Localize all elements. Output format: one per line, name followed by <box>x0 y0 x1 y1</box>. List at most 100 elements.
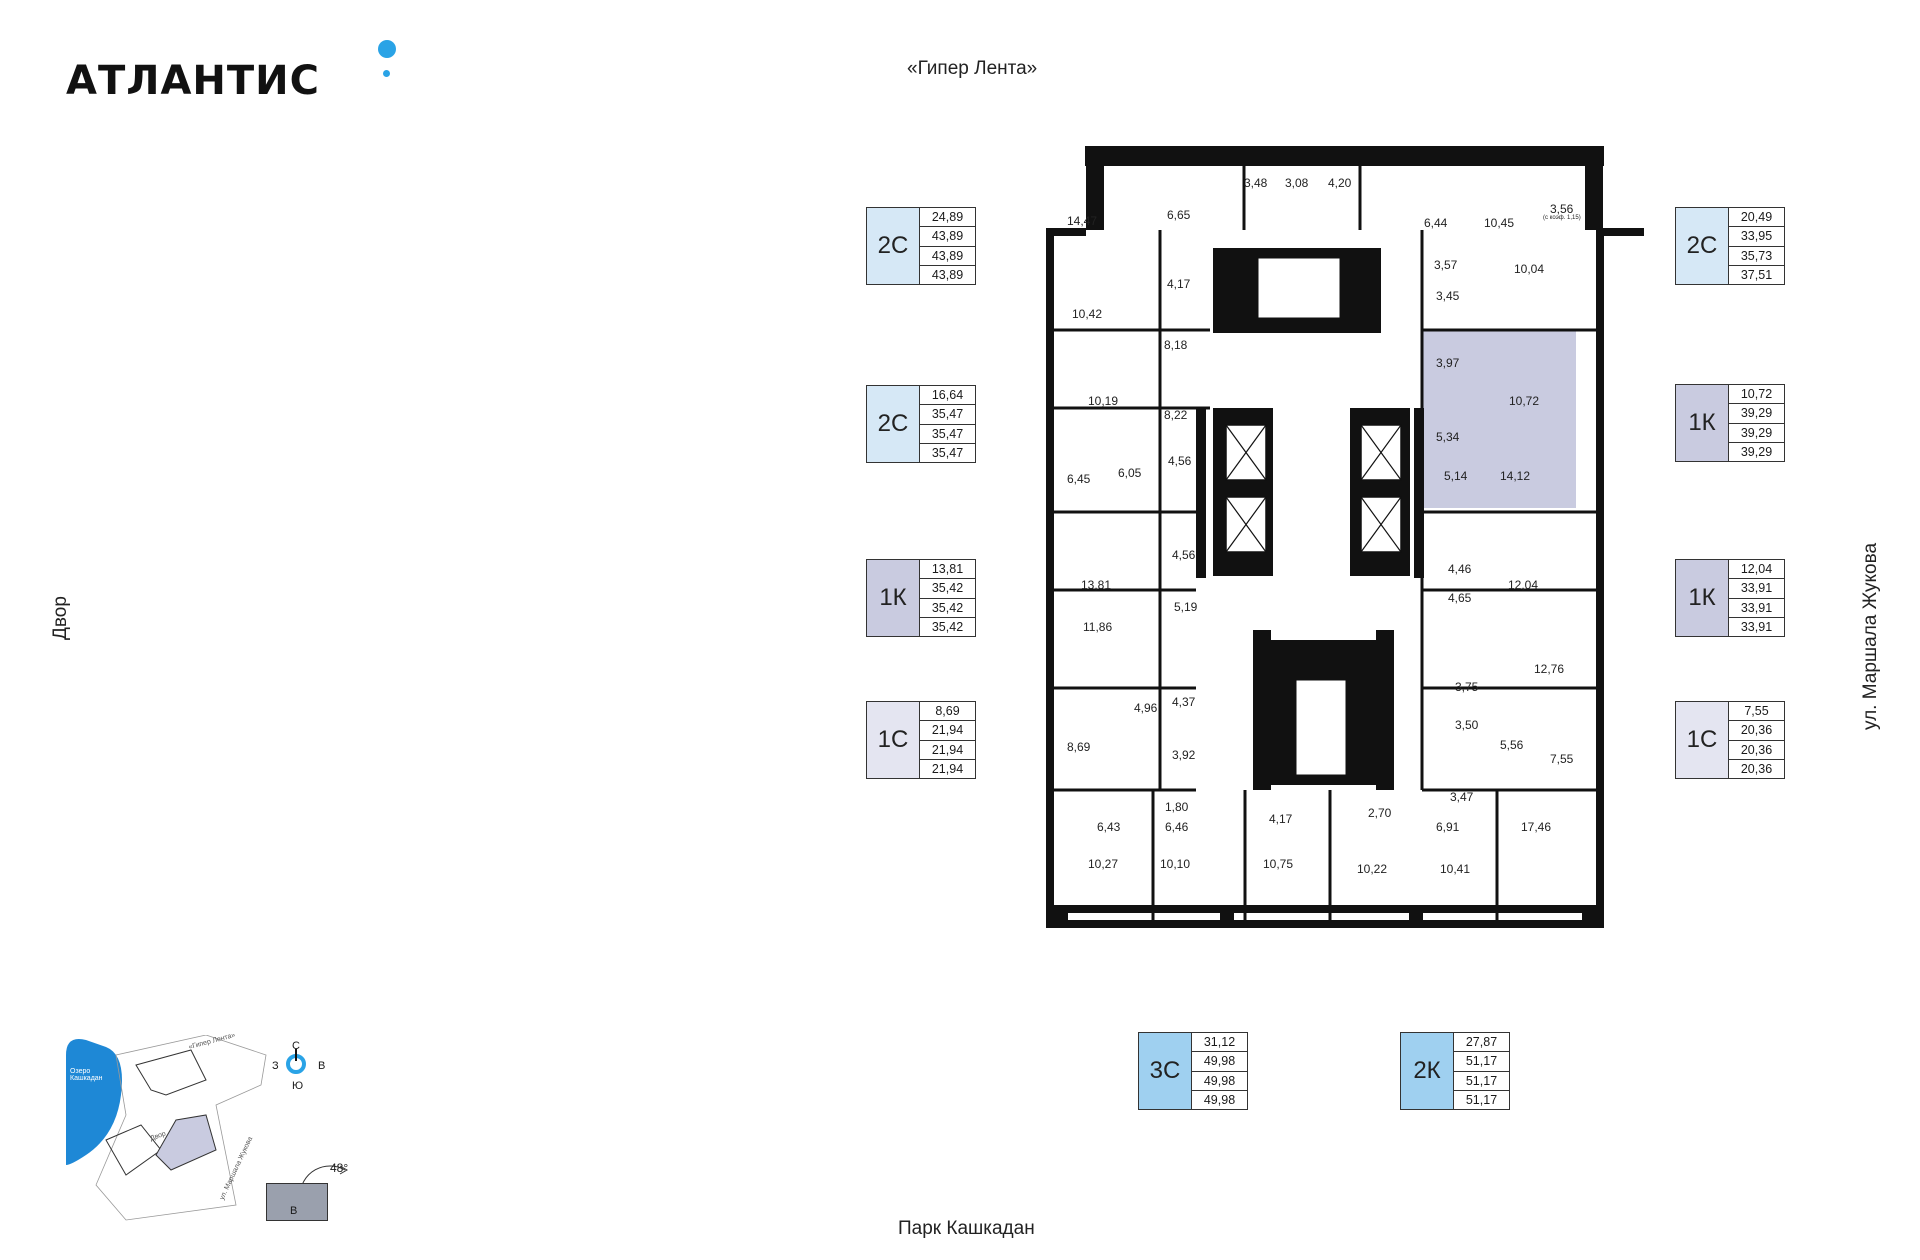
stair-top <box>1257 257 1341 319</box>
room-area: 12,76 <box>1534 662 1565 676</box>
apartment-type: 2К <box>1400 1032 1454 1110</box>
room-area: 4,65 <box>1448 591 1472 605</box>
room-area: 10,04 <box>1514 262 1545 276</box>
area-value: 35,42 <box>920 598 976 618</box>
rotation-angle: 48° <box>330 1161 349 1175</box>
area-value: 16,64 <box>920 385 976 406</box>
room-area: 4,56 <box>1172 548 1196 562</box>
apartment-type: 3С <box>1138 1032 1192 1110</box>
apartment-type: 2С <box>866 207 920 285</box>
room-area: 3,92 <box>1172 748 1196 762</box>
area-value: 27,87 <box>1454 1032 1510 1053</box>
room-area: 5,34 <box>1436 430 1460 444</box>
area-value: 31,12 <box>1192 1032 1248 1053</box>
area-value: 35,73 <box>1729 246 1785 266</box>
room-area: 6,45 <box>1067 472 1091 486</box>
room-area: 4,17 <box>1167 277 1191 291</box>
room-area: 3,57 <box>1434 258 1458 272</box>
area-value: 39,29 <box>1729 442 1785 462</box>
area-value: 12,04 <box>1729 559 1785 580</box>
area-value: 20,49 <box>1729 207 1785 228</box>
area-value: 35,47 <box>920 443 976 463</box>
room-area: 3,08 <box>1285 176 1309 190</box>
brand-logo: АТЛАНТИС <box>66 58 321 104</box>
area-value: 7,55 <box>1729 701 1785 722</box>
area-value: 39,29 <box>1729 423 1785 443</box>
area-value: 13,81 <box>920 559 976 580</box>
compass-west: З <box>272 1060 279 1072</box>
room-area: 13,81 <box>1081 578 1112 592</box>
area-value: 43,89 <box>920 246 976 266</box>
room-area: 5,14 <box>1444 469 1468 483</box>
room-area: 3,56 <box>1550 202 1574 216</box>
area-value: 43,89 <box>920 265 976 285</box>
area-value: 51,17 <box>1454 1052 1510 1072</box>
area-value: 49,98 <box>1192 1052 1248 1072</box>
interior-walls <box>1054 166 1596 920</box>
room-area: 3,50 <box>1455 718 1479 732</box>
apartment-type: 2С <box>1675 207 1729 285</box>
compass-south: Ю <box>292 1080 304 1092</box>
area-value: 49,98 <box>1192 1090 1248 1110</box>
area-value: 20,36 <box>1729 721 1785 741</box>
apartment-type: 1С <box>1675 701 1729 779</box>
minimap-lake-label: Озеро Кашкадан <box>70 1068 103 1082</box>
section-label: В <box>290 1205 298 1217</box>
room-area: 6,65 <box>1167 208 1191 222</box>
area-value: 21,94 <box>920 740 976 760</box>
room-area: 10,22 <box>1357 862 1388 876</box>
room-area: 6,43 <box>1097 820 1121 834</box>
apartment-type: 1К <box>1675 559 1729 637</box>
area-value: 8,69 <box>920 701 976 722</box>
area-value: 37,51 <box>1729 265 1785 285</box>
room-area: 4,96 <box>1134 701 1158 715</box>
room-area: 5,19 <box>1174 600 1198 614</box>
area-value: 39,29 <box>1729 404 1785 424</box>
area-value: 35,42 <box>920 579 976 599</box>
room-area: 4,17 <box>1269 812 1293 826</box>
room-area: 14,12 <box>1500 469 1531 483</box>
area-value: 49,98 <box>1192 1071 1248 1091</box>
room-area: 2,70 <box>1368 806 1392 820</box>
room-area: 10,42 <box>1072 307 1103 321</box>
room-area: 10,45 <box>1484 216 1515 230</box>
elevator-crosses <box>1225 424 1402 553</box>
apartment-type: 1К <box>866 559 920 637</box>
section-block <box>266 1183 328 1221</box>
area-value: 20,36 <box>1729 759 1785 779</box>
room-area: 8,22 <box>1164 408 1188 422</box>
room-area: 10,27 <box>1088 857 1119 871</box>
room-area: 4,20 <box>1328 176 1352 190</box>
room-area: 8,69 <box>1067 740 1091 754</box>
area-value: 33,91 <box>1729 617 1785 637</box>
area-value: 21,94 <box>920 759 976 779</box>
south-label: Парк Кашкадан <box>898 1218 1035 1239</box>
room-area: 5,56 <box>1500 738 1524 752</box>
outer-walls <box>1046 146 1644 928</box>
compass-east: В <box>318 1060 326 1072</box>
room-area: 6,46 <box>1165 820 1189 834</box>
area-value: 35,42 <box>920 617 976 637</box>
room-area: 8,18 <box>1164 338 1188 352</box>
room-area: 12,04 <box>1508 578 1539 592</box>
